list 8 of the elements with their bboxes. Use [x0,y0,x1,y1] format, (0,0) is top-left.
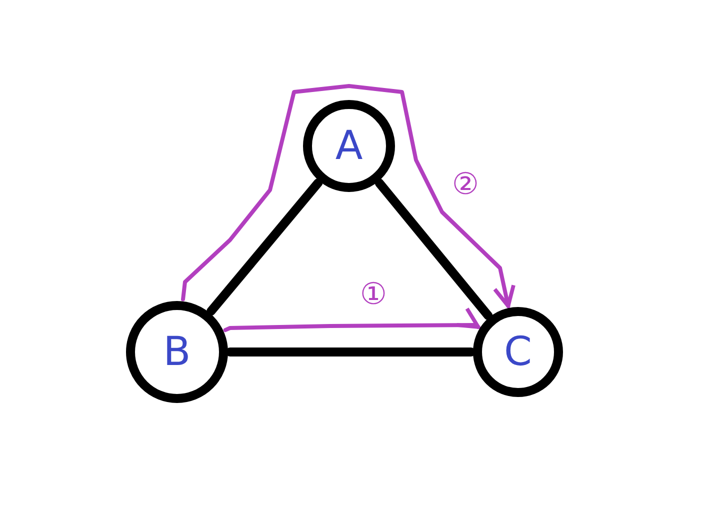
node-letter: B [163,332,191,372]
arrow [181,84,516,308]
node-letter: C [504,332,532,372]
node-letter: A [335,126,363,166]
connector-line [206,178,323,316]
connector-line [374,178,493,320]
arrow [223,306,480,332]
connector-line [226,348,476,356]
